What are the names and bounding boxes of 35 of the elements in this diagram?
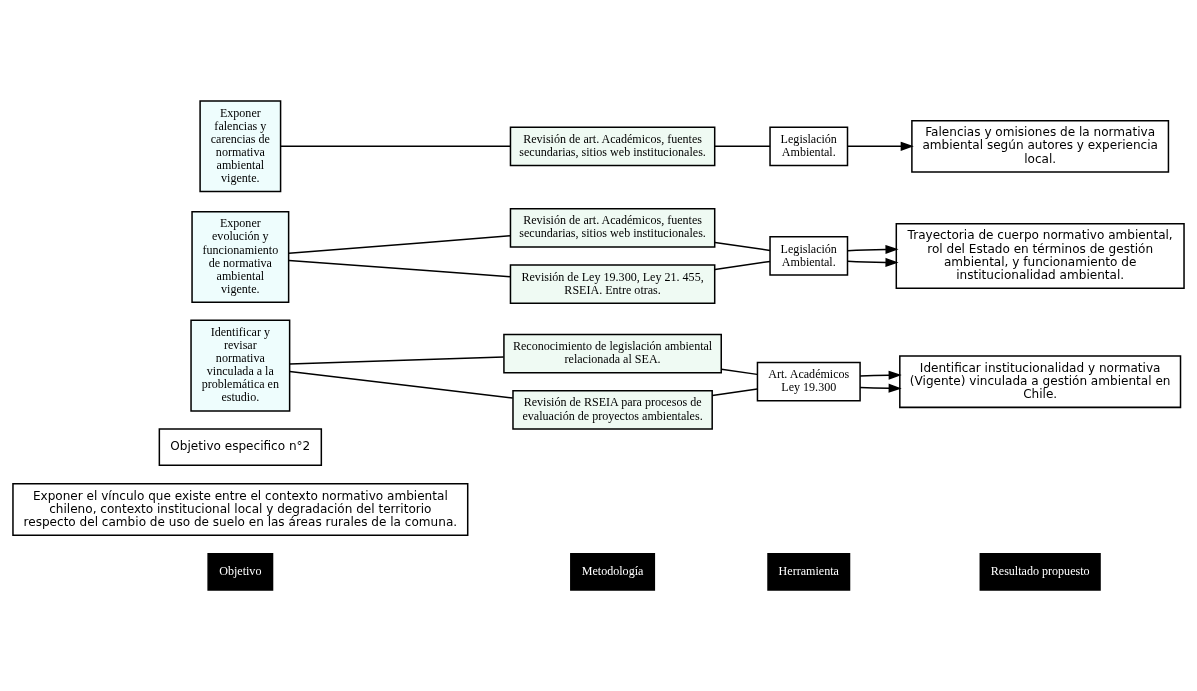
arrow [846,244,899,255]
connector [714,260,771,271]
arrow [846,257,899,267]
node-box: Legislación Ambiental. [769,126,849,167]
node-box: Exponer falencias y carencias de normativa ambiental vigente. [199,100,282,193]
node-box: Objetivo especifico n°2 [158,428,323,466]
node-box: Identificar y revisar normativa vinculada a la problemática en estudio. [190,319,291,412]
node-box: Art. Académicos Ley 19.300 [756,361,861,402]
node-box: Falencias y omisiones de la normativa ambiental según autores y experiencia local. [911,119,1170,173]
node-box: Revisión de art. Académicos, fuentes secundarias, sitios web institucionales. [509,126,716,167]
arrow [859,370,902,380]
node-box: Resultado propuesto [979,553,1101,591]
connector [289,356,505,365]
node-box: Revisión de RSEIA para procesos de evaluación de proyectos ambientales. [512,390,713,430]
node-box: Herramienta [767,553,851,591]
node-box: Exponer el vínculo que existe entre el contexto normativo ambiental chileno, contexto institucional local y degradación del territorio respecto del cambio de uso de suelo en las áreas rurales de la comuna. [12,483,469,536]
node-box: Identificar institucionalidad y normativa (Vigente) vinculada a gestión ambiental en Chile. [899,355,1182,409]
node-box: Revisión de art. Académicos, fuentes secundarias, sitios web institucionales. [509,207,716,248]
connector [714,241,771,252]
node-box: Metodología [570,553,656,591]
node-box: Legislación Ambiental. [769,236,849,276]
connector [714,145,771,148]
arrow [859,383,902,393]
arrow [846,141,914,151]
connector [288,235,512,254]
node-box: Trayectoria de cuerpo normativo ambiental, rol del Estado en términos de gestión ambiental, y funcionamiento de institucionalidad ambiental. [895,223,1185,289]
node-box: Objetivo [207,553,274,591]
connector [288,259,512,278]
connector [720,368,758,376]
node-box: Reconocimiento de legislación ambiental relacionada al SEA. [503,333,722,374]
connector [289,370,514,399]
node-box: Revisión de Ley 19.300, Ley 21. 455, RSEIA. Entre otras. [509,264,716,304]
node-box: Exponer evolución y funcionamiento de normativa ambiental vigente. [191,210,290,303]
connector [711,388,759,397]
connector [279,145,511,148]
